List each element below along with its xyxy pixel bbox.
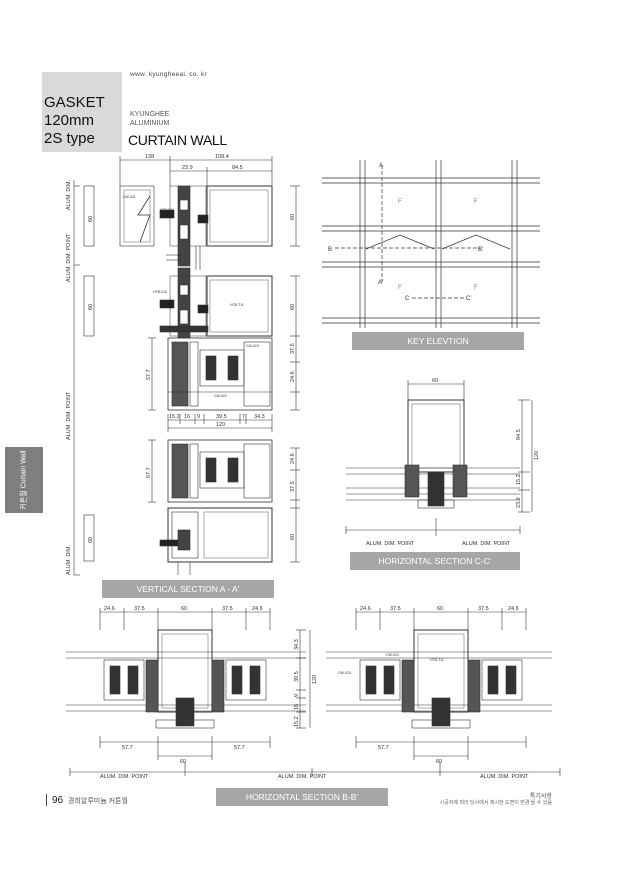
dim-60-left-c: 60	[88, 537, 94, 543]
cc-dim-120: 120	[534, 451, 540, 460]
part-htb-014: HTB-014	[160, 208, 174, 212]
dim-b-34-3: 34.3	[254, 414, 265, 420]
dim-24-6-right-a: 24.6	[290, 371, 296, 382]
part-cw-024: CW-024	[246, 344, 259, 348]
horizontal-bb-label: HORIZONTAL SECTION B-B'	[246, 792, 359, 802]
footer-divider	[46, 794, 47, 806]
bb-r-57-7: 57.7	[378, 745, 389, 751]
brand-name: KYUNGHEE ALUMINIUM	[130, 110, 169, 128]
bb-r-120: 120	[312, 675, 318, 684]
part-cw-041: CW-041	[123, 195, 136, 199]
brand-line2: ALUMINIUM	[130, 120, 170, 127]
footer-note-text: 시공자에 따라 당사에서 제시한 도면이 변경 될 수 있음	[439, 800, 552, 806]
key-label-b-prime: B'	[478, 247, 483, 253]
bb-r-16: 16	[294, 704, 300, 710]
dim-b-120: 120	[216, 422, 225, 428]
bb-alum-point-1: ALUM. DIM. POINT	[100, 774, 149, 780]
dim-b-9: 9	[197, 414, 200, 420]
side-alum-dim-bottom: ALUM. DIM.	[66, 545, 72, 575]
bb-r-dim-37-5-b: 37.5	[478, 606, 489, 612]
bb-r-34-3: 34.3	[294, 639, 300, 650]
dim-b-39-5: 39.5	[216, 414, 227, 420]
vertical-section-label: VERTICAL SECTION A - A'	[137, 584, 240, 594]
part-htb-012: HTB-012	[153, 290, 167, 294]
page-number: 96	[52, 795, 64, 806]
product-title: CURTAIN WALL	[128, 132, 227, 148]
dim-23-9: 23.9	[182, 165, 193, 171]
title-box: GASKET 120mm 2S type	[42, 72, 122, 152]
dim-37-5-right: 37.5	[290, 343, 296, 354]
side-alum-dim-point-2: ALUM. DIM. POINT	[66, 391, 72, 440]
bb-alum-point-3: ALUM. DIM. POINT	[480, 774, 529, 780]
bb-l-dim-24-6-b: 24.6	[252, 606, 263, 612]
dim-60-right-a: 60	[290, 214, 296, 220]
gasket-title-line2: 120mm	[44, 112, 95, 129]
bb-l-dim-24-6-a: 24.6	[104, 606, 115, 612]
side-tab: 커튼월 Curtain Wall	[5, 447, 43, 513]
dim-b-15-2: 15.2	[169, 414, 180, 420]
dim-top-total: 138	[145, 154, 154, 160]
part-htb-t-8: HTB-T-8	[230, 303, 243, 307]
website-url[interactable]: www. kyungheeal. co. kr	[130, 71, 207, 78]
dim-60-left-a: 60	[88, 216, 94, 222]
horizontal-cc-label: HORIZONTAL SECTION C-C'	[378, 556, 491, 566]
bb-r-dim-37-5-a: 37.5	[390, 606, 401, 612]
cc-alum-dim-right: ALUM. DIM. POINT	[462, 541, 511, 547]
dim-37-5-right-b: 37.5	[290, 481, 296, 492]
side-alum-dim-point-1: ALUM. DIM. POINT	[66, 233, 72, 282]
key-label-c: C	[405, 296, 410, 302]
cc-dim-15-2: 15.2	[516, 474, 522, 485]
bb-part-htb-t-8: HTB-T-8	[430, 658, 443, 662]
key-label-b: B	[328, 247, 332, 253]
footer-description: 경희알루미늄 커튼월	[68, 798, 128, 805]
dim-57-7-a: 57.7	[146, 369, 152, 380]
cc-dim-60: 60	[432, 378, 438, 384]
bb-l-dim-60: 60	[181, 606, 187, 612]
bb-l-dim-37-5-b: 37.5	[222, 606, 233, 612]
dim-60-left-b: 60	[88, 304, 94, 310]
bb-r-60-bottom: 60	[436, 759, 442, 765]
key-label-a-prime: A'	[378, 280, 383, 286]
bb-part-cw-024: CW-024	[386, 653, 399, 657]
brand-line1: KYUNGHEE	[130, 111, 170, 118]
key-elevation-label: KEY ELEVTION	[407, 336, 468, 346]
key-label-f-4: F	[474, 285, 478, 291]
gasket-title-line3: 2S type	[44, 130, 95, 147]
key-label-c-prime: C'	[466, 296, 471, 302]
dim-b-7: 7	[242, 414, 245, 420]
dim-60-right-c: 60	[290, 534, 296, 540]
key-label-f-1: F	[398, 199, 402, 205]
bb-r-9: 9	[294, 694, 300, 697]
key-label-a: A	[379, 163, 383, 169]
key-label-f-3: F	[398, 285, 402, 291]
cc-alum-dim-left: ALUM. DIM. POINT	[366, 541, 415, 547]
dim-b-16: 16	[184, 414, 190, 420]
bb-l-57-7-a: 57.7	[122, 745, 133, 751]
side-alum-dim: ALUM. DIM.	[66, 180, 72, 210]
bb-l-57-7-b: 57.7	[234, 745, 245, 751]
gasket-title-line1: GASKET	[44, 94, 105, 111]
bb-r-dim-60: 60	[437, 606, 443, 612]
bb-alum-point-2: ALUM. DIM. POINT	[278, 774, 327, 780]
dim-24-6-right-b: 24.6	[290, 453, 296, 464]
cc-dim-23-9: 23.9	[516, 497, 522, 508]
dim-84-5: 84.5	[232, 165, 243, 171]
dim-top-right: 108.4	[215, 154, 229, 160]
bb-l-60-bottom: 60	[180, 759, 186, 765]
bb-r-dim-24-6-b: 24.6	[508, 606, 519, 612]
dim-60-right-b: 60	[290, 304, 296, 310]
footer-note-title: 특기사항	[529, 794, 552, 800]
bb-l-dim-37-5-a: 37.5	[134, 606, 145, 612]
bb-r-dim-24-6-a: 24.6	[360, 606, 371, 612]
cc-dim-84-5: 84.5	[516, 429, 522, 440]
bb-r-15-2: 15.2	[294, 716, 300, 727]
bb-part-cw-023: CW-023	[338, 671, 351, 675]
key-label-f-2: F	[474, 199, 478, 205]
dim-57-7-b: 57.7	[146, 467, 152, 478]
part-cw-022: CW-022	[214, 394, 227, 398]
bb-r-39-5: 39.5	[294, 671, 300, 682]
